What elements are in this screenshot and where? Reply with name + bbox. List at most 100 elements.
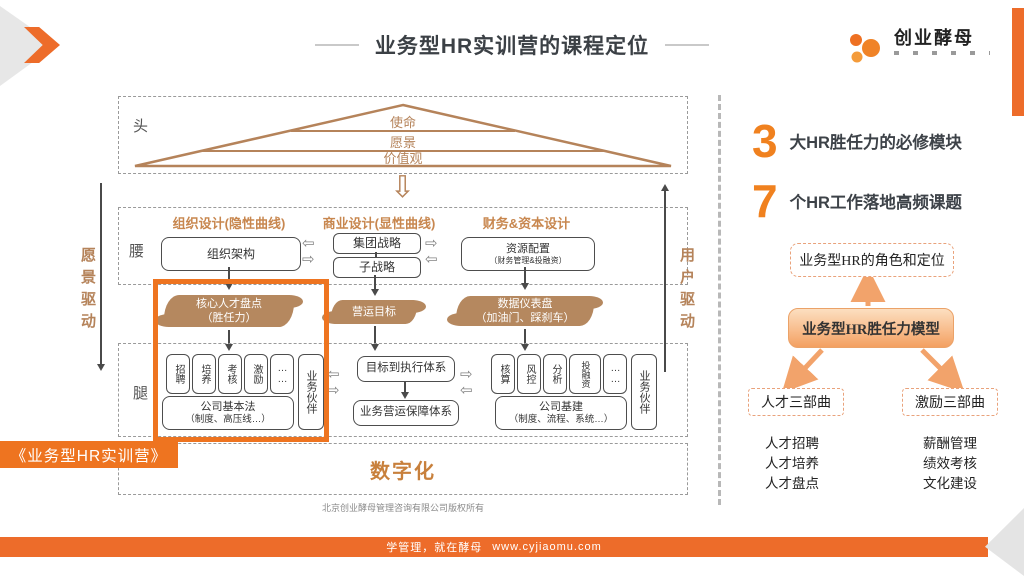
legs-right-arrow-pair: ⇨ ⇦ [460,366,473,398]
list-item: 人才培养 [765,456,819,471]
logo-name: 创业酵母 [894,28,974,48]
list-item: 绩效考核 [923,456,977,471]
target-cloud-text: 营运目标 [352,305,396,318]
sub-strategy-box: 子战略 [333,257,421,278]
user-driven-arrow [660,184,669,372]
talent-items-list: 人才招聘 人才培养 人才盘点 [765,434,819,494]
hollow-left-arrow-icon: ⇦ [425,250,438,268]
legs-section-box: 腿 招聘 培养 考核 激励 …… 公司基本法 （制度、高压线…） 业务伙伴 ⇦ … [118,343,688,437]
waist-right-arrow-pair: ⇨ ⇦ [425,235,438,267]
vision-driven-label: 愿景驱动 [79,247,96,335]
chip-develop: 培养 [192,354,216,394]
resource-box-sub: （财务管理&投融资） [489,255,567,265]
main-diagram: 头 使命 愿景 价值观 ⇩ 腰 组织设计(隐性曲线) 商业设计(显性曲线) 财务… [118,95,688,505]
list-item: 薪酬管理 [923,436,977,451]
talent-trilogy-box: 人才三部曲 [748,388,844,416]
stat-2: 7 个HR工作落地高频课题 [752,178,962,224]
logo: 创业酵母 [846,28,990,68]
col2-header: 商业设计(显性曲线) [322,216,436,231]
infra-line1: 公司基建 [539,400,583,413]
waist-section-label: 腰 [129,243,145,260]
stat-1-label: 大HR胜任力的必修模块 [789,134,962,152]
chip-more: …… [603,354,627,394]
waist-section-box: 腰 组织设计(隐性曲线) 商业设计(显性曲线) 财务&资本设计 组织架构 集团战… [118,207,688,285]
col3-header: 财务&资本设计 [482,216,571,231]
user-driven-label: 用户驱动 [678,247,695,335]
hollow-right-arrow-icon: ⇨ [425,234,438,252]
legs-section-label: 腿 [133,385,149,402]
training-camp-tag: 《业务型HR实训营》 [0,441,178,468]
footer-bar: 学管理，就在酵母 www.cyjiaomu.com [0,537,988,557]
strategy-connector [375,252,377,257]
hollow-left-arrow-icon: ⇦ [302,234,315,252]
dashboard-cloud-line1: 数据仪表盘 [497,297,553,310]
chip-assess: 考核 [218,354,242,394]
arrow-target-to-legs [370,326,379,351]
chip-risk: 风控 [517,354,541,394]
hollow-right-arrow-icon: ⇨ [460,365,473,383]
right-panel: 3 大HR胜任力的必修模块 7 个HR工作落地高频课题 业务型HR的角色和定位 … [740,108,1012,520]
pyramid-level-values: 价值观 [383,151,422,166]
page-title: 业务型HR实训营的课程定位 [374,35,650,58]
list-item: 人才盘点 [765,476,819,491]
stat-1: 3 大HR胜任力的必修模块 [752,118,962,164]
waist-left-arrow-pair: ⇦ ⇨ [302,235,315,267]
talent-cloud-line2: （胜任力） [201,312,257,324]
dashboard-cloud-line2: （加油门、踩刹车） [475,312,575,324]
hollow-left-arrow-icon: ⇦ [460,381,473,399]
logo-tagline-decoration [894,51,990,55]
chip-analysis: 分析 [543,354,567,394]
hollow-left-arrow-icon: ⇦ [327,365,340,383]
vision-driven-arrow [96,183,105,371]
chip-accounting: 核算 [491,354,515,394]
operating-target-cloud: 营运目标 [322,300,426,324]
pyramid: 使命 愿景 价值观 [134,103,672,168]
training-camp-highlight-frame [153,279,329,442]
digital-section-box: 数字化 [118,443,688,495]
big-hollow-down-arrow-icon: ⇩ [390,170,416,205]
head-section-label: 头 [133,118,149,135]
arrow-dashboard-to-legs [520,329,529,351]
hr-competency-model-box: 业务型HR胜任力模型 [788,308,954,348]
list-item: 人才招聘 [765,436,819,451]
hollow-right-arrow-icon: ⇨ [327,381,340,399]
org-structure-box: 组织架构 [161,237,301,271]
basic-law-line1: 公司基本法 [200,400,256,413]
incentive-trilogy-box: 激励三部曲 [902,388,998,416]
pyramid-level-mission: 使命 [390,115,416,130]
head-section-box: 头 使命 愿景 价值观 [118,96,688,174]
resource-box: 资源配置 （财务管理&投融资） [461,237,595,271]
basic-law-line2: （制度、高压线…） [185,413,271,425]
operation-support-box: 业务营运保障体系 [353,400,459,426]
company-basic-law-box: 公司基本法 （制度、高压线…） [162,396,294,430]
left-business-partner-box: 业务伙伴 [298,354,324,430]
logo-text-block: 创业酵母 [894,28,990,55]
logo-molecule-icon [850,34,880,63]
infra-line2: （制度、流程、系统…） [508,413,614,425]
digital-label: 数字化 [370,460,436,483]
footer-url: www.cyjiaomu.com [492,541,602,553]
copyright-text: 北京创业酵母管理咨询有限公司版权所有 [321,503,484,513]
arrow-strategy-to-target [370,275,379,296]
group-strategy-box: 集团战略 [333,233,421,254]
arrow-talent-to-legs [224,330,233,351]
list-item: 文化建设 [923,476,977,491]
pyramid-level-vision: 愿景 [390,135,416,150]
hollow-right-arrow-icon: ⇨ [302,250,315,268]
title-dash-right [665,44,710,46]
arrow-resource-to-dashboard [520,267,529,290]
talent-cloud-line1: 核心人才盘点 [196,297,262,310]
dashboard-cloud: 数据仪表盘 （加油门、踩刹车） [447,296,603,326]
title-dash-left [314,44,359,46]
goal-execution-box: 目标到执行体系 [357,356,455,382]
vertical-divider [718,95,721,505]
footer-slogan: 学管理，就在酵母 [386,542,483,554]
stat-2-label: 个HR工作落地高频课题 [789,194,962,212]
incentive-items-list: 薪酬管理 绩效考核 文化建设 [923,434,977,494]
stat-2-number: 7 [752,175,778,227]
legs-left-arrow-pair: ⇦ ⇨ [327,366,340,398]
company-infra-box: 公司基建 （制度、流程、系统…） [495,396,627,430]
hr-role-box: 业务型HR的角色和定位 [790,243,954,277]
chip-recruit: 招聘 [166,354,190,394]
